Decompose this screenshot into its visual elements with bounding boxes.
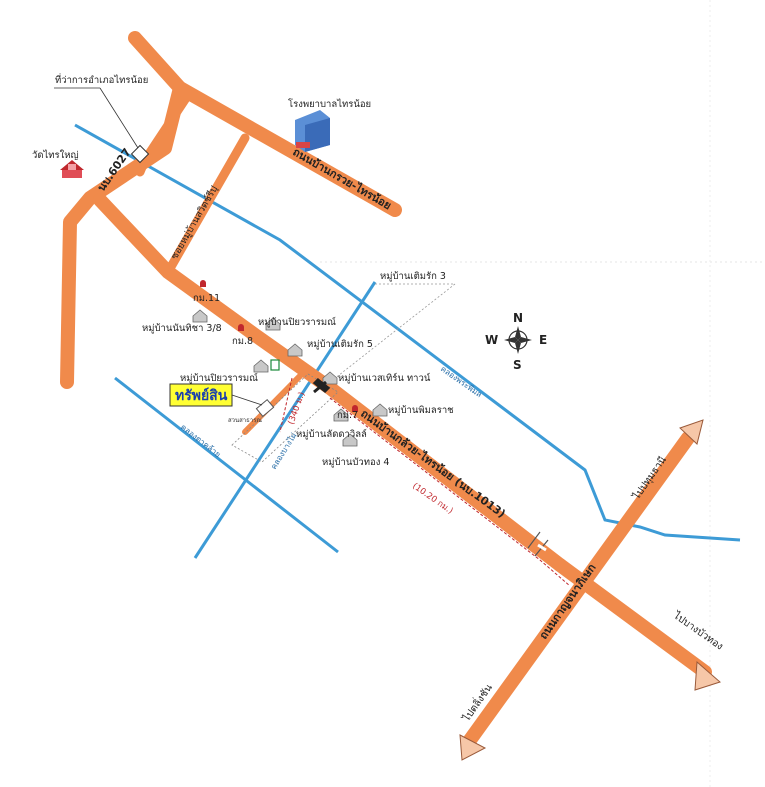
small-note-label: สวนสาธารณ xyxy=(228,417,262,424)
village-piyawaram-2-label: หมู่บ้านปิยวรารมณ์ xyxy=(180,372,258,384)
village-nanthicha-label: หมู่บ้านนันทิชา 3/8 xyxy=(142,323,222,334)
arrow-to-bangbuathong xyxy=(694,660,721,691)
village-vestern-label: หมู่บ้านเวสเทิร์น ทาวน์ xyxy=(338,372,431,384)
soi-road-label: ซอยหมู่บ้านสวิตช์รีปุ xyxy=(168,184,220,262)
hospital-label: โรงพยาบาลไทรน้อย xyxy=(288,98,371,110)
canal-small xyxy=(193,281,377,559)
road-kruay-sainoi xyxy=(173,81,402,217)
property-label: ทรัพย์สิน xyxy=(175,387,228,404)
property-frame xyxy=(231,373,339,463)
village-ladawan-label: หมู่บ้านลัดดาวิลล์ xyxy=(296,428,367,440)
hospital-icon xyxy=(295,110,330,152)
canal-phimon xyxy=(74,123,741,542)
compass-w: W xyxy=(485,333,498,347)
village-piyawaram-1-label: หมู่บ้านปิยวรารมณ์ xyxy=(258,316,336,328)
road-kanchana xyxy=(463,431,695,747)
road-6027 xyxy=(60,31,187,389)
canal-left-label: คลองตาคล้าย xyxy=(179,422,222,459)
village-pimrat-label: หมู่บ้านพิมลราช xyxy=(388,405,454,416)
district-office-label: ที่ว่าการอำเภอไทรน้อย xyxy=(55,73,148,86)
road-soi xyxy=(163,133,250,277)
temple-icon xyxy=(60,160,84,178)
compass-n: N xyxy=(513,311,523,325)
village-buathong4-label: หมู่บ้านบัวทอง 4 xyxy=(322,457,389,468)
km7-label: กม.7 xyxy=(337,410,358,421)
junction-marker-icon xyxy=(312,377,331,394)
canal-phimon-label: คลองพระพิมล xyxy=(439,364,484,399)
compass-rose xyxy=(504,326,532,354)
termrak3-dotted xyxy=(319,283,457,391)
road-kruay-sainoi-label: ถนนบ้านกรวย-ไทรน้อย xyxy=(291,144,394,212)
compass-e: E xyxy=(539,333,547,347)
compass-s: S xyxy=(513,358,522,372)
distance-340-label: (340 ม.) xyxy=(286,391,307,426)
road-district-loop xyxy=(135,87,195,177)
arrow-to-lingchan xyxy=(459,734,487,761)
km-markers xyxy=(200,280,358,412)
road-to-bangbuathong xyxy=(553,558,712,679)
km8-label: กม.8 xyxy=(232,336,253,347)
roads xyxy=(60,31,712,747)
village-termrak3-label: หมู่บ้านเติมรัก 3 xyxy=(380,271,446,282)
shop-icon xyxy=(270,359,280,371)
village-termrak5-label: หมู่บ้านเติมรัก 5 xyxy=(307,339,373,350)
arrow-to-pathum xyxy=(679,419,704,445)
route-10km xyxy=(329,397,571,587)
village-house-icons xyxy=(192,309,388,447)
property-plot xyxy=(255,398,275,418)
route-340m xyxy=(279,377,293,433)
temple-label: วัดไทรใหญ่ xyxy=(32,149,79,161)
canal-left xyxy=(114,376,339,554)
km11-label: กม.11 xyxy=(193,293,220,304)
road-main-1013 xyxy=(93,193,567,572)
district-office-marker xyxy=(130,144,150,164)
road-break-mark xyxy=(527,531,549,557)
